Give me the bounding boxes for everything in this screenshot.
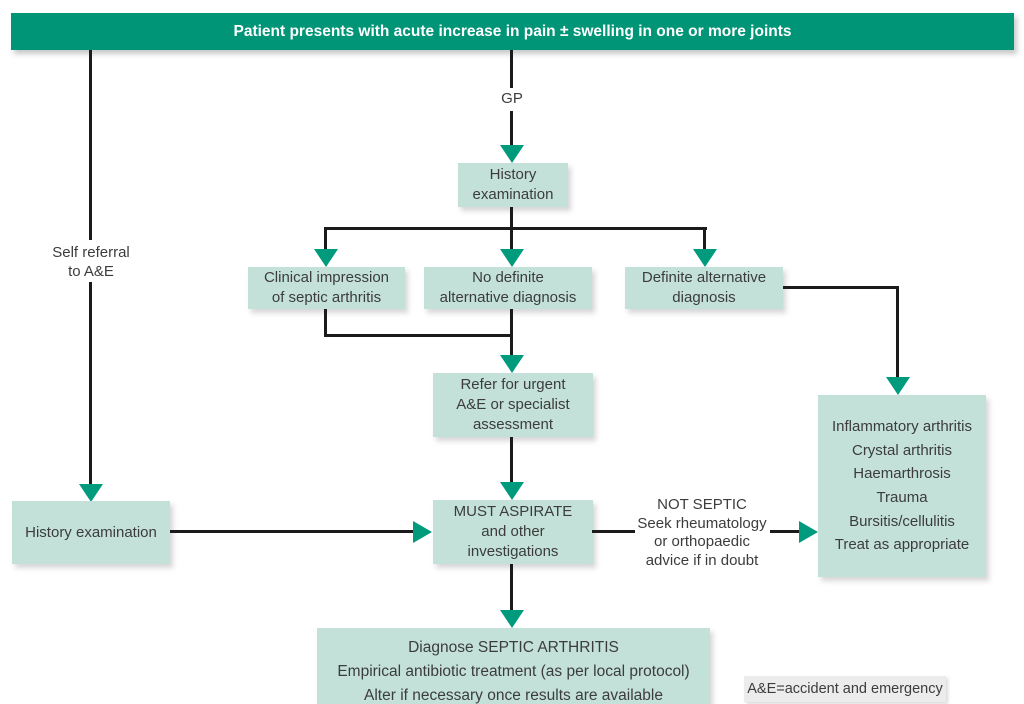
diagnose-line: Diagnose SEPTIC ARTHRITIS <box>408 639 619 656</box>
node-refer-urgent: Refer for urgent A&E or specialist asses… <box>433 373 593 437</box>
legend-ae-abbreviation: A&E=accident and emergency <box>744 676 946 702</box>
connector-self-referral-bottom <box>89 282 92 485</box>
connector-history-branch <box>510 207 513 229</box>
node-no-definite-alternative: No definite alternative diagnosis <box>424 267 592 309</box>
node-definite-alternative: Definite alternative diagnosis <box>625 267 783 309</box>
connector-refer-aspirate <box>510 437 513 483</box>
arrowhead-down-icon <box>886 377 910 395</box>
alt-diagnosis-item: Inflammatory arthritis <box>831 417 973 435</box>
gp-label: GP <box>501 90 523 107</box>
self-referral-label: Self referral to A&E <box>52 244 130 280</box>
branch-drop-left <box>324 227 327 251</box>
node-history-examination-ae: History examination <box>12 501 170 564</box>
arrowhead-down-icon <box>500 145 524 163</box>
connector-notseptic-left <box>592 530 635 533</box>
node-must-aspirate: MUST ASPIRATE and other investigations <box>433 500 593 564</box>
connector-alt-elbow-h <box>783 286 899 289</box>
connector-clinical-elbow <box>324 309 327 337</box>
connector-clinical-merge <box>324 334 513 337</box>
arrowhead-down-icon <box>500 482 524 500</box>
branch-drop-right <box>703 227 706 251</box>
arrowhead-down-icon <box>500 355 524 373</box>
branch-line <box>325 227 707 230</box>
connector-gp-history <box>510 111 513 146</box>
connector-notseptic-right <box>770 530 800 533</box>
alt-diagnosis-item: Trauma <box>876 489 928 506</box>
node-clinical-impression: Clinical impression of septic arthritis <box>248 267 405 309</box>
connector-ae-aspirate <box>170 530 414 533</box>
not-septic-label: NOT SEPTIC Seek rheumatology or orthopae… <box>637 496 767 569</box>
arrowhead-down-icon <box>314 249 338 267</box>
alt-diagnosis-item: Crystal arthritis <box>851 441 952 459</box>
node-alternative-diagnoses: Inflammatory arthritis Crystal arthritis… <box>818 395 986 577</box>
node-diagnose-septic-arthritis: Diagnose SEPTIC ARTHRITIS Empirical anti… <box>317 628 710 704</box>
alt-diagnosis-item: Haemarthrosis <box>853 465 951 483</box>
arrowhead-right-icon <box>799 521 818 543</box>
connector-self-referral-top <box>89 50 92 240</box>
branch-drop-middle <box>510 227 513 251</box>
connector-banner-gp <box>510 50 513 88</box>
arrowhead-down-icon <box>79 484 103 502</box>
arrowhead-down-icon <box>500 249 524 267</box>
diagnose-line: Empirical antibiotic treatment (as per l… <box>337 663 690 680</box>
arrowhead-down-icon <box>500 610 524 628</box>
node-history-examination-gp: History examination <box>458 163 568 207</box>
title-banner: Patient presents with acute increase in … <box>11 13 1014 50</box>
alt-diagnosis-item: Bursitis/cellulitis <box>849 512 955 530</box>
arrowhead-right-icon <box>413 521 432 543</box>
diagnose-line: Alter if necessary once results are avai… <box>364 687 663 704</box>
connector-aspirate-diagnose <box>510 564 513 611</box>
connector-alt-elbow-v <box>896 286 899 378</box>
connector-to-refer <box>510 309 513 356</box>
alt-diagnosis-item: Treat as appropriate <box>834 536 970 554</box>
arrowhead-down-icon <box>693 249 717 267</box>
